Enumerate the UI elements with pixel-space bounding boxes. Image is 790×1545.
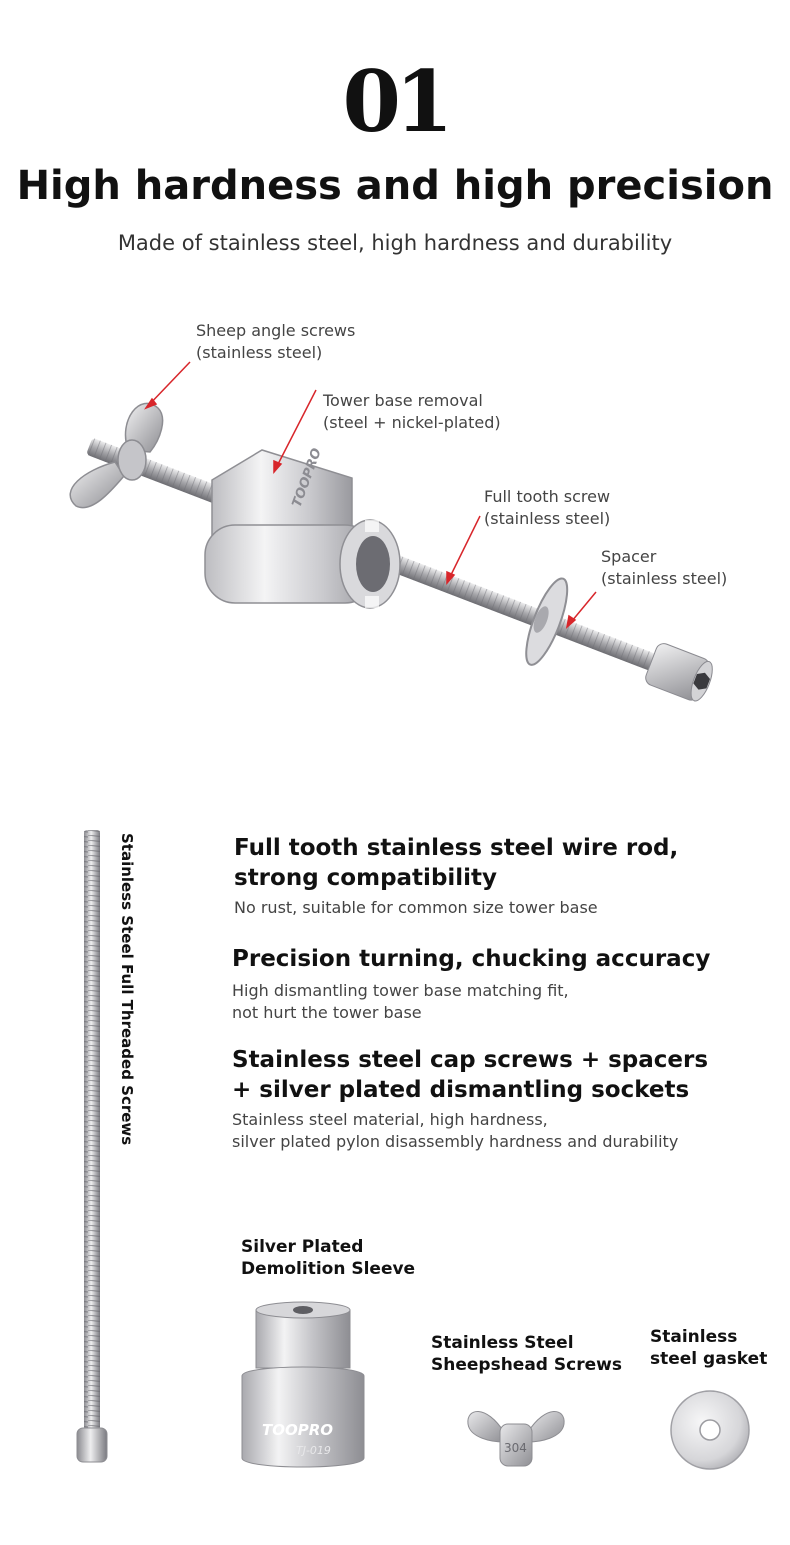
callout-name: Full tooth screw xyxy=(484,487,611,506)
callout-spacer: Spacer (stainless steel) xyxy=(601,546,727,590)
feature-title: Stainless steel cap screws + spacers xyxy=(232,1047,709,1073)
sleeve-engraving: TOOPRO xyxy=(262,1421,333,1439)
side-label-vertical: Stainless Steel Full Threaded Screws xyxy=(100,833,150,1173)
feature-3: Stainless steel cap screws + spacers + s… xyxy=(232,1045,708,1153)
feature-title: Precision turning, chucking accuracy xyxy=(232,946,711,972)
part-label-demolition-sleeve: Silver Plated Demolition Sleeve xyxy=(241,1236,415,1280)
feature-desc: High dismantling tower base matching fit… xyxy=(232,981,569,1000)
feature-desc: Stainless steel material, high hardness, xyxy=(232,1110,548,1129)
feature-desc: No rust, suitable for common size tower … xyxy=(234,898,598,917)
part-label-line: Stainless Steel xyxy=(431,1333,574,1353)
part-label-steel-gasket: Stainless steel gasket xyxy=(650,1326,767,1370)
tool-assembly-illustration: TOOPRO xyxy=(69,361,713,702)
callout-tower-base-removal: Tower base removal (steel + nickel-plate… xyxy=(323,390,501,434)
wing-nut-engraving: 304 xyxy=(504,1441,527,1455)
callout-material: (stainless steel) xyxy=(196,343,323,362)
tower-base-removal-socket: TOOPRO xyxy=(204,446,401,609)
feature-title: strong compatibility xyxy=(234,865,498,891)
callout-name: Spacer xyxy=(601,547,657,566)
gasket-illustration xyxy=(670,1390,750,1470)
demolition-sleeve-illustration: TOOPRO TJ-019 xyxy=(241,1301,365,1468)
part-label-line: Stainless xyxy=(650,1327,738,1347)
feature-desc: not hurt the tower base xyxy=(232,1003,422,1022)
part-label-line: steel gasket xyxy=(650,1349,768,1369)
callout-material: (stainless steel) xyxy=(484,509,611,528)
feature-title: Full tooth stainless steel wire rod, xyxy=(234,835,679,861)
section-number: 01 xyxy=(342,52,454,151)
part-label-sheepshead-screws: Stainless Steel Sheepshead Screws xyxy=(431,1332,622,1376)
threaded-screw-illustration xyxy=(76,830,108,1463)
callout-material: (stainless steel) xyxy=(601,569,728,588)
feature-1: Full tooth stainless steel wire rod, str… xyxy=(234,833,678,919)
wing-nut-illustration: 304 xyxy=(467,1411,565,1467)
feature-title: + silver plated dismantling sockets xyxy=(232,1077,690,1103)
feature-desc: silver plated pylon disassembly hardness… xyxy=(232,1132,679,1151)
callout-name: Sheep angle screws xyxy=(196,321,356,340)
feature-2: Precision turning, chucking accuracy Hig… xyxy=(232,944,710,1024)
side-label-text: Stainless Steel Full Threaded Screws xyxy=(118,833,136,1146)
callout-sheep-angle-screws: Sheep angle screws (stainless steel) xyxy=(196,320,355,364)
callout-material: (steel + nickel-plated) xyxy=(323,413,501,432)
part-label-line: Sheepshead Screws xyxy=(431,1355,622,1375)
section-subtitle: Made of stainless steel, high hardness a… xyxy=(117,231,673,255)
section-title: High hardness and high precision xyxy=(16,163,774,209)
part-label-line: Silver Plated xyxy=(241,1237,364,1257)
part-label-line: Demolition Sleeve xyxy=(241,1259,416,1279)
sleeve-model: TJ-019 xyxy=(296,1444,331,1457)
callout-full-tooth-screw: Full tooth screw (stainless steel) xyxy=(484,486,610,530)
sheep-angle-wing-nut xyxy=(69,402,164,509)
callout-name: Tower base removal xyxy=(323,391,483,410)
